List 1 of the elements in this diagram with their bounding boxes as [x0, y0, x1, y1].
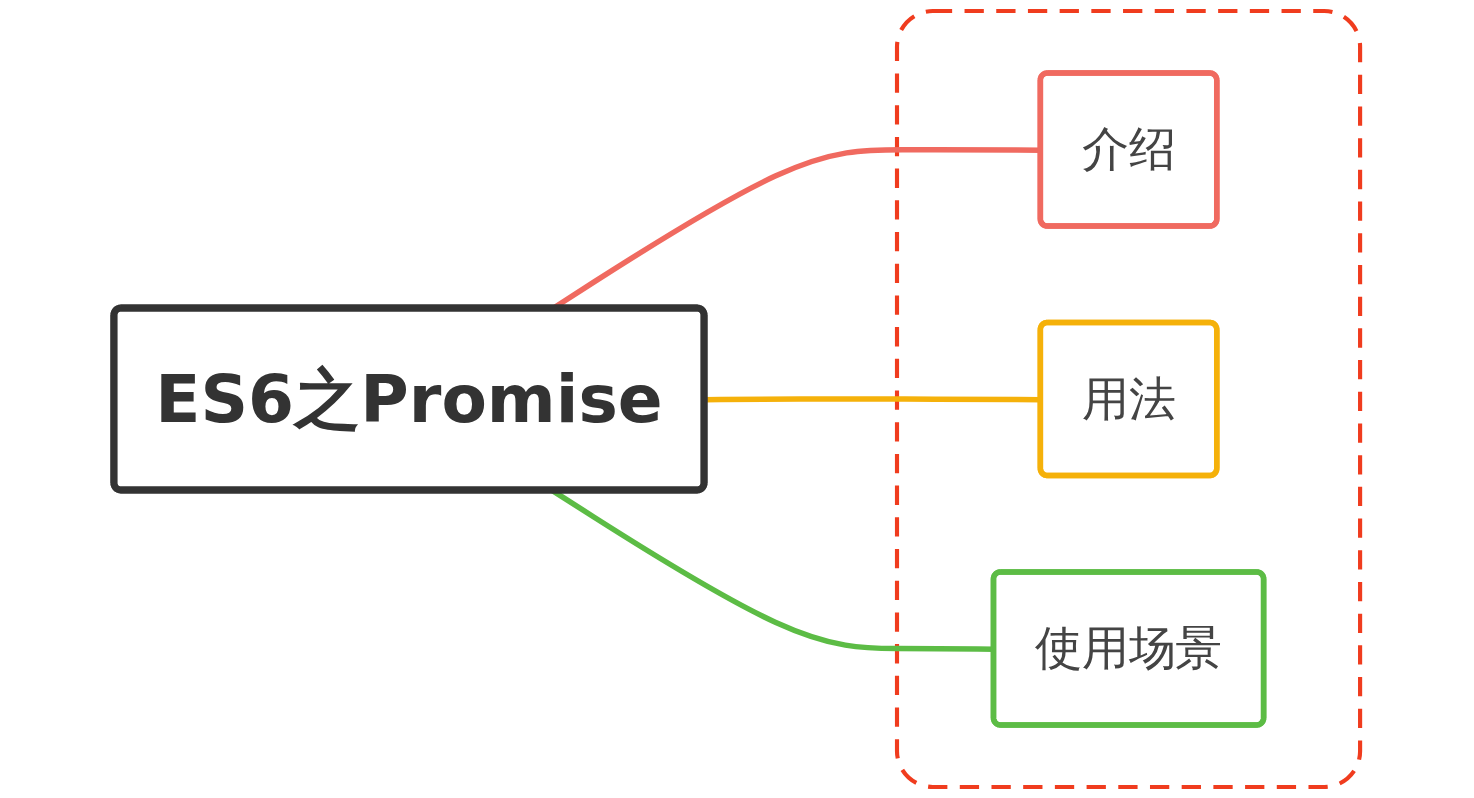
cluster — [894, 8, 1363, 790]
